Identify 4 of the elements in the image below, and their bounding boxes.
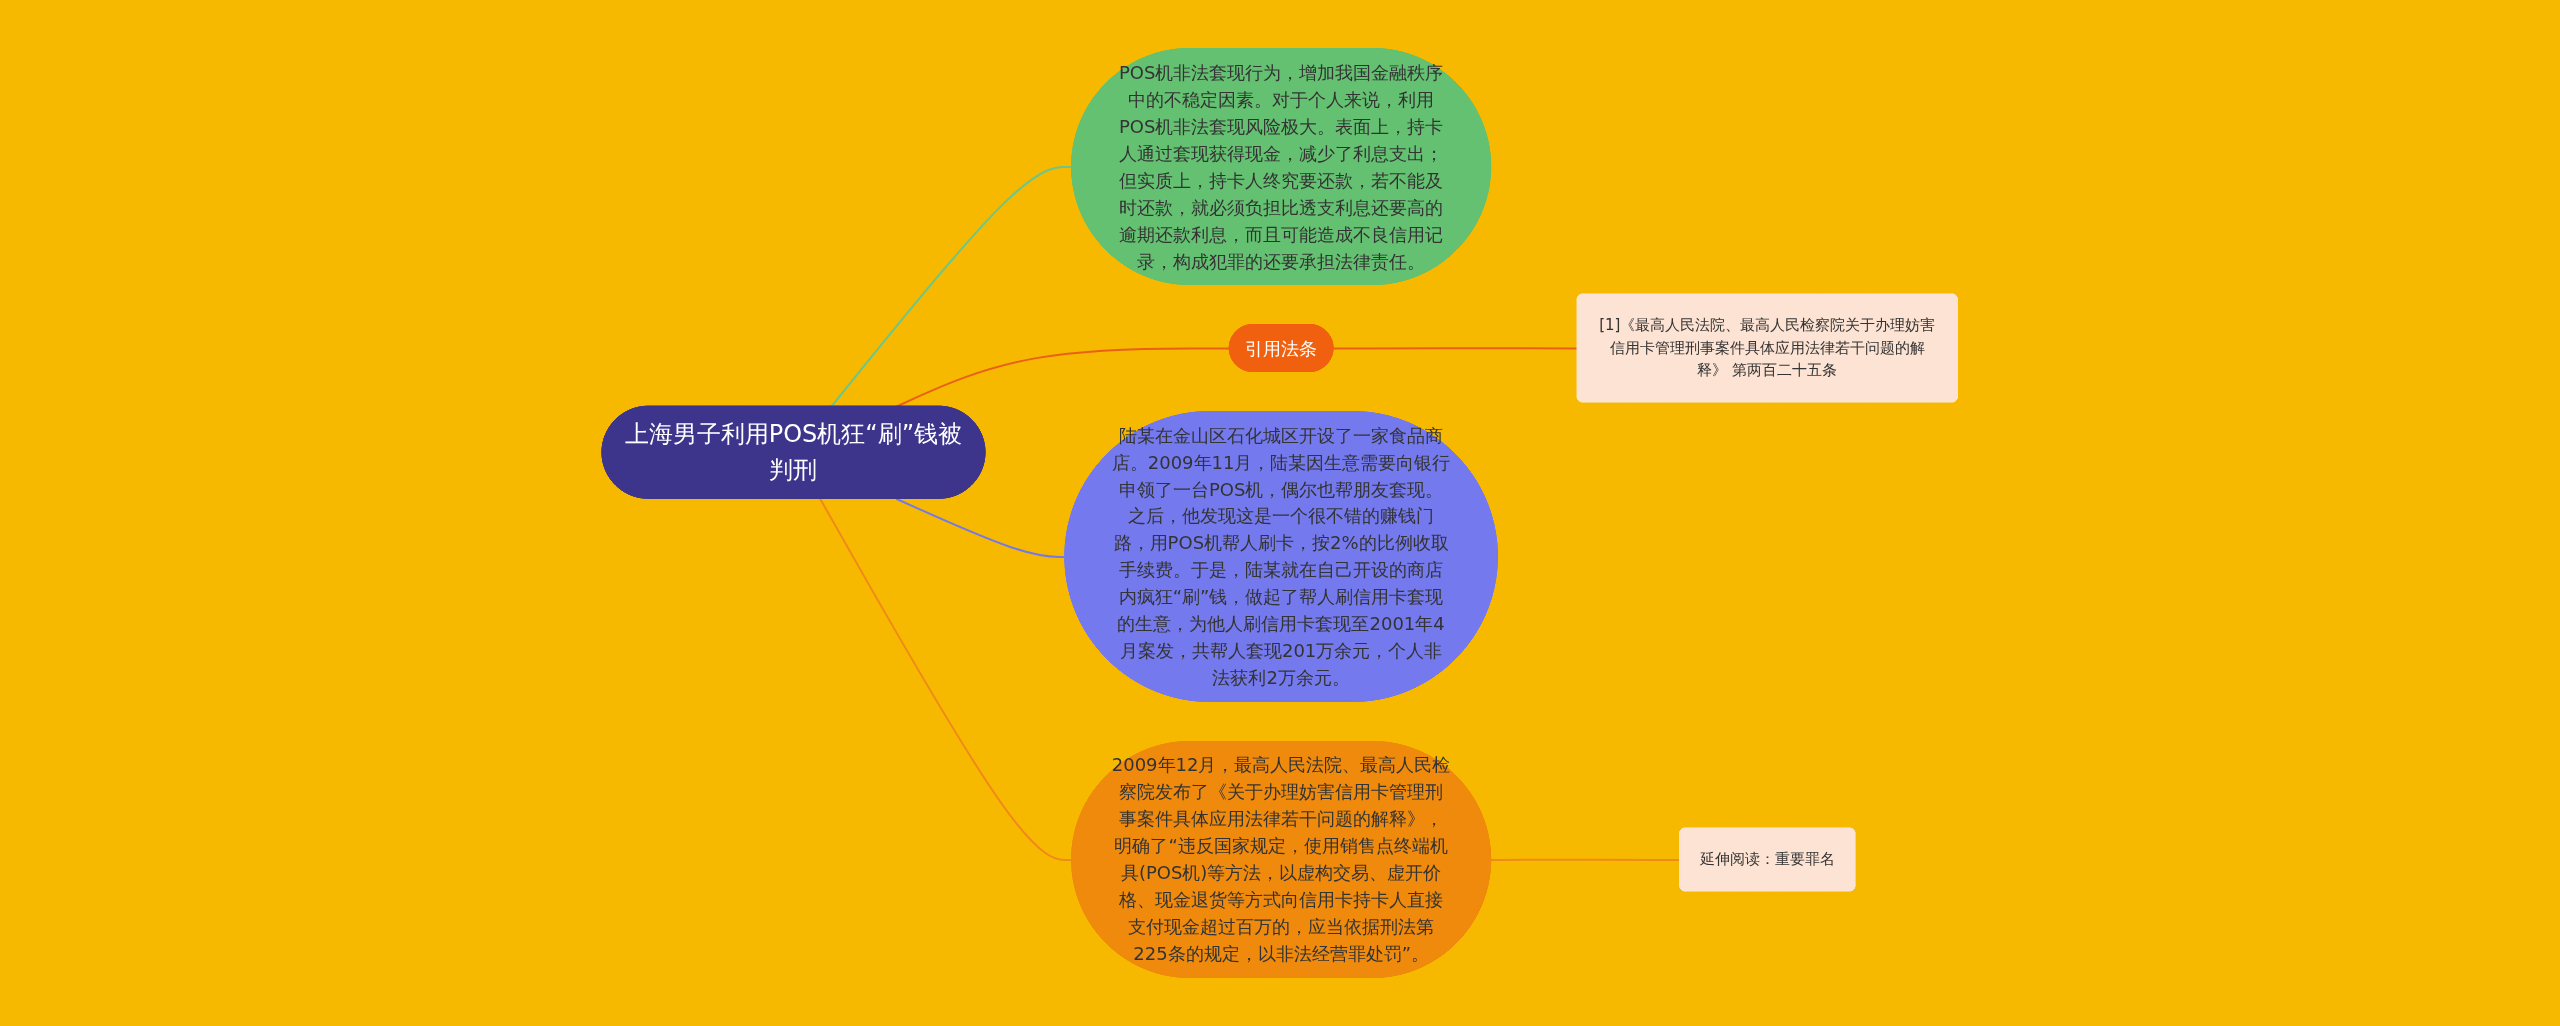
connector — [819, 497, 1074, 861]
connector — [830, 165, 1074, 408]
connector — [895, 497, 1067, 558]
connector — [1490, 858, 1682, 861]
